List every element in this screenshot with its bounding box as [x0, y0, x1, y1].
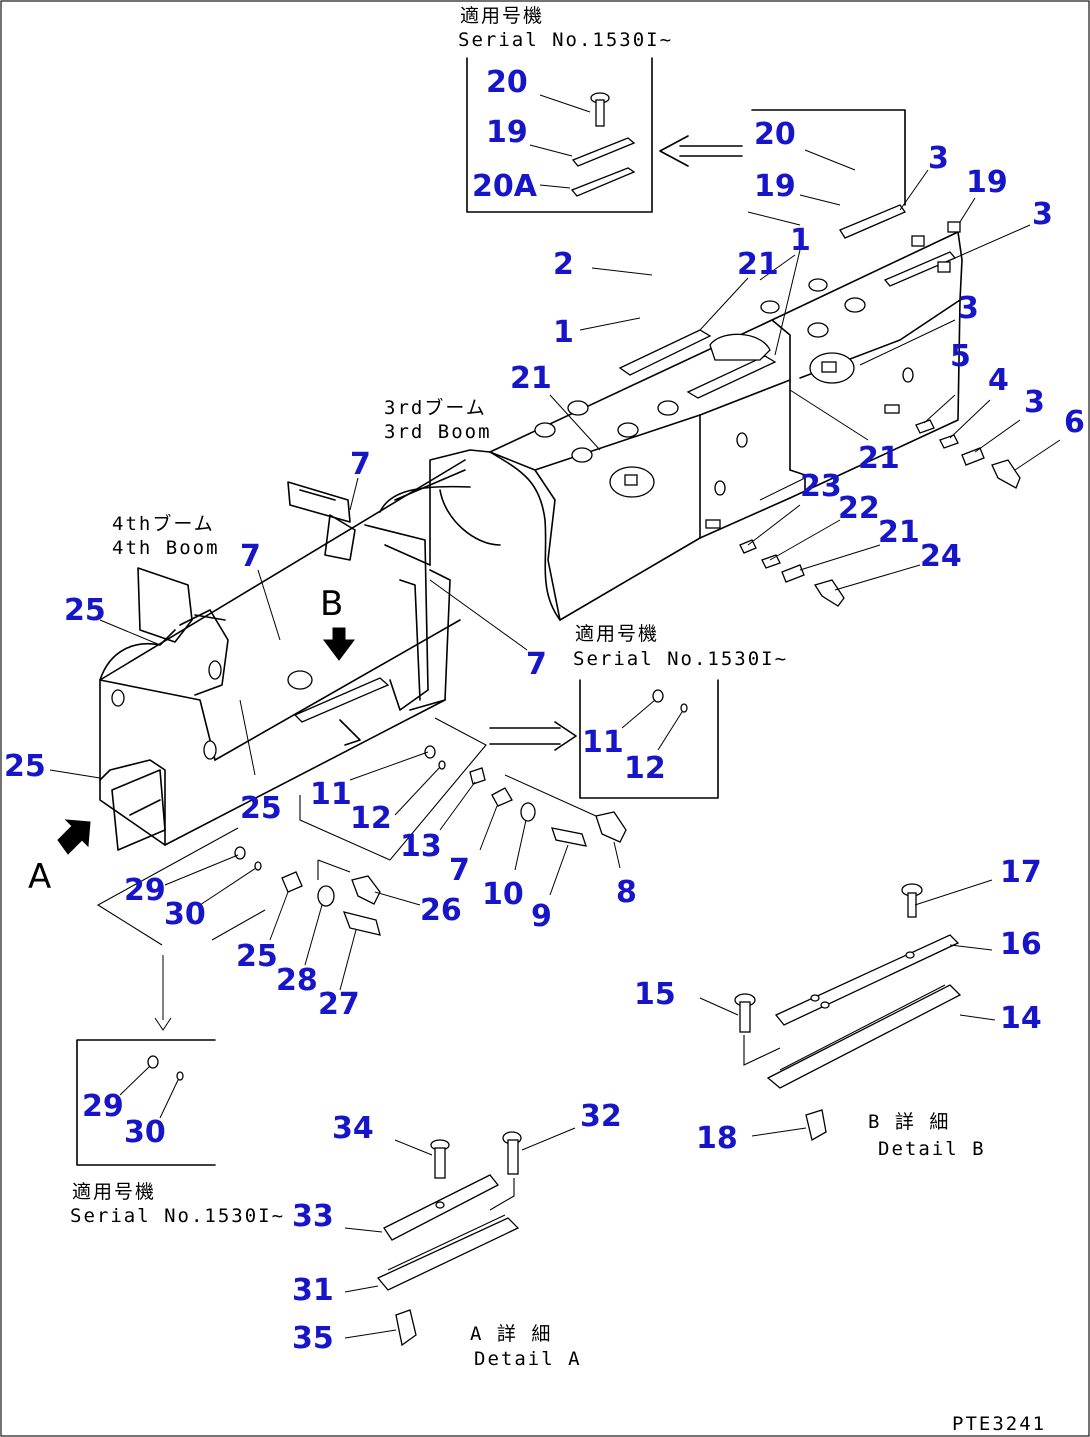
boom4-label-jp: 4thブーム [112, 512, 215, 535]
callout-3: 3 [1024, 385, 1045, 420]
callout-25: 25 [240, 791, 282, 826]
callout-9: 9 [531, 899, 552, 934]
callout-25: 25 [64, 593, 106, 628]
callout-13: 13 [400, 829, 442, 864]
callout-30: 30 [124, 1115, 166, 1150]
callout-7: 7 [449, 853, 470, 888]
detail-b: B 詳 細 Detail B [699, 879, 996, 1160]
serial-note-low: Serial No.1530I~ [70, 1205, 285, 1227]
middle-parts [299, 717, 627, 896]
detail-a: A 詳 細 Detail A [344, 1127, 582, 1370]
callout-12: 12 [624, 751, 666, 786]
callout-19: 19 [966, 165, 1008, 200]
callout-29: 29 [82, 1089, 124, 1124]
view-arrow-b: B [320, 584, 355, 661]
callout-17: 17 [1000, 855, 1042, 890]
detail-b-label: Detail B [878, 1138, 986, 1160]
callout-1: 1 [553, 315, 574, 350]
inset-arrow-top [659, 135, 743, 167]
callout-3: 3 [1032, 197, 1053, 232]
serial-note-top-jp: 適用号機 [460, 5, 544, 27]
view-label-a: A [28, 857, 51, 897]
callout-7: 7 [350, 447, 371, 482]
callout-21: 21 [737, 247, 779, 282]
callout-27: 27 [318, 987, 360, 1022]
boom4-label: 4th Boom [112, 537, 220, 559]
callout-16: 16 [1000, 927, 1042, 962]
callout-34: 34 [332, 1111, 374, 1146]
callout-3: 3 [958, 291, 979, 326]
callout-30: 30 [164, 897, 206, 932]
callout-19: 19 [486, 115, 528, 150]
callout-31: 31 [292, 1273, 334, 1308]
callout-18: 18 [696, 1121, 738, 1156]
serial-note-mid-jp: 適用号機 [575, 623, 659, 645]
serial-note-mid: Serial No.1530I~ [573, 648, 788, 670]
drawing-id: PTE3241 [952, 1413, 1046, 1435]
callout-8: 8 [616, 875, 637, 910]
serial-note-top: Serial No.1530I~ [458, 29, 673, 51]
callout-1: 1 [790, 223, 811, 258]
callout-19: 19 [754, 169, 796, 204]
serial-inset-top: 適用号機 Serial No.1530I~ [458, 5, 673, 213]
serial-inset-middle: 適用号機 Serial No.1530I~ [489, 623, 788, 799]
boom3-label-jp: 3rdブーム [384, 396, 487, 419]
view-label-b: B [320, 584, 343, 624]
serial-note-low-jp: 適用号機 [72, 1181, 156, 1203]
callout-5: 5 [950, 339, 971, 374]
boom-assembly [99, 204, 963, 851]
serial-inset-lower: 適用号機 Serial No.1530I~ [70, 1039, 285, 1227]
callout-21: 21 [510, 361, 552, 396]
callout-11: 11 [582, 725, 624, 760]
view-arrow-a: A [28, 819, 91, 897]
detail-b-label-jp: B 詳 細 [868, 1111, 950, 1133]
callout-25: 25 [4, 749, 46, 784]
detail-a-label-jp: A 詳 細 [470, 1323, 552, 1345]
boom3-label: 3rd Boom [384, 421, 492, 443]
callout-29: 29 [124, 873, 166, 908]
callout-4: 4 [988, 363, 1009, 398]
callout-25: 25 [236, 939, 278, 974]
callout-33: 33 [292, 1199, 334, 1234]
callout-23: 23 [800, 469, 842, 504]
detail-a-label: Detail A [474, 1348, 582, 1370]
callout-20: 20 [754, 117, 796, 152]
callout-10: 10 [482, 877, 524, 912]
lower-left-parts [96, 827, 421, 1031]
callout-12: 12 [350, 801, 392, 836]
group-bracket-right [751, 109, 906, 206]
callout-22: 22 [838, 491, 880, 526]
callout-7: 7 [526, 647, 547, 682]
right-parts [739, 394, 1061, 607]
callout-20a: 20A [472, 169, 538, 204]
callout-labels: 20 19 20A 20 19 3 19 3 2 21 1 1 21 3 5 4… [4, 65, 1085, 1356]
callout-7: 7 [240, 539, 261, 574]
callout-26: 26 [420, 893, 462, 928]
callout-20: 20 [486, 65, 528, 100]
callout-14: 14 [1000, 1001, 1042, 1036]
leader-lines [49, 149, 1031, 779]
callout-21: 21 [878, 515, 920, 550]
callout-21: 21 [858, 441, 900, 476]
callout-11: 11 [310, 777, 352, 812]
callout-24: 24 [920, 539, 962, 574]
callout-32: 32 [580, 1099, 622, 1134]
callout-28: 28 [276, 963, 318, 998]
callout-2: 2 [553, 247, 574, 282]
callout-3: 3 [928, 141, 949, 176]
callout-15: 15 [634, 977, 676, 1012]
callout-6: 6 [1064, 405, 1085, 440]
callout-35: 35 [292, 1321, 334, 1356]
